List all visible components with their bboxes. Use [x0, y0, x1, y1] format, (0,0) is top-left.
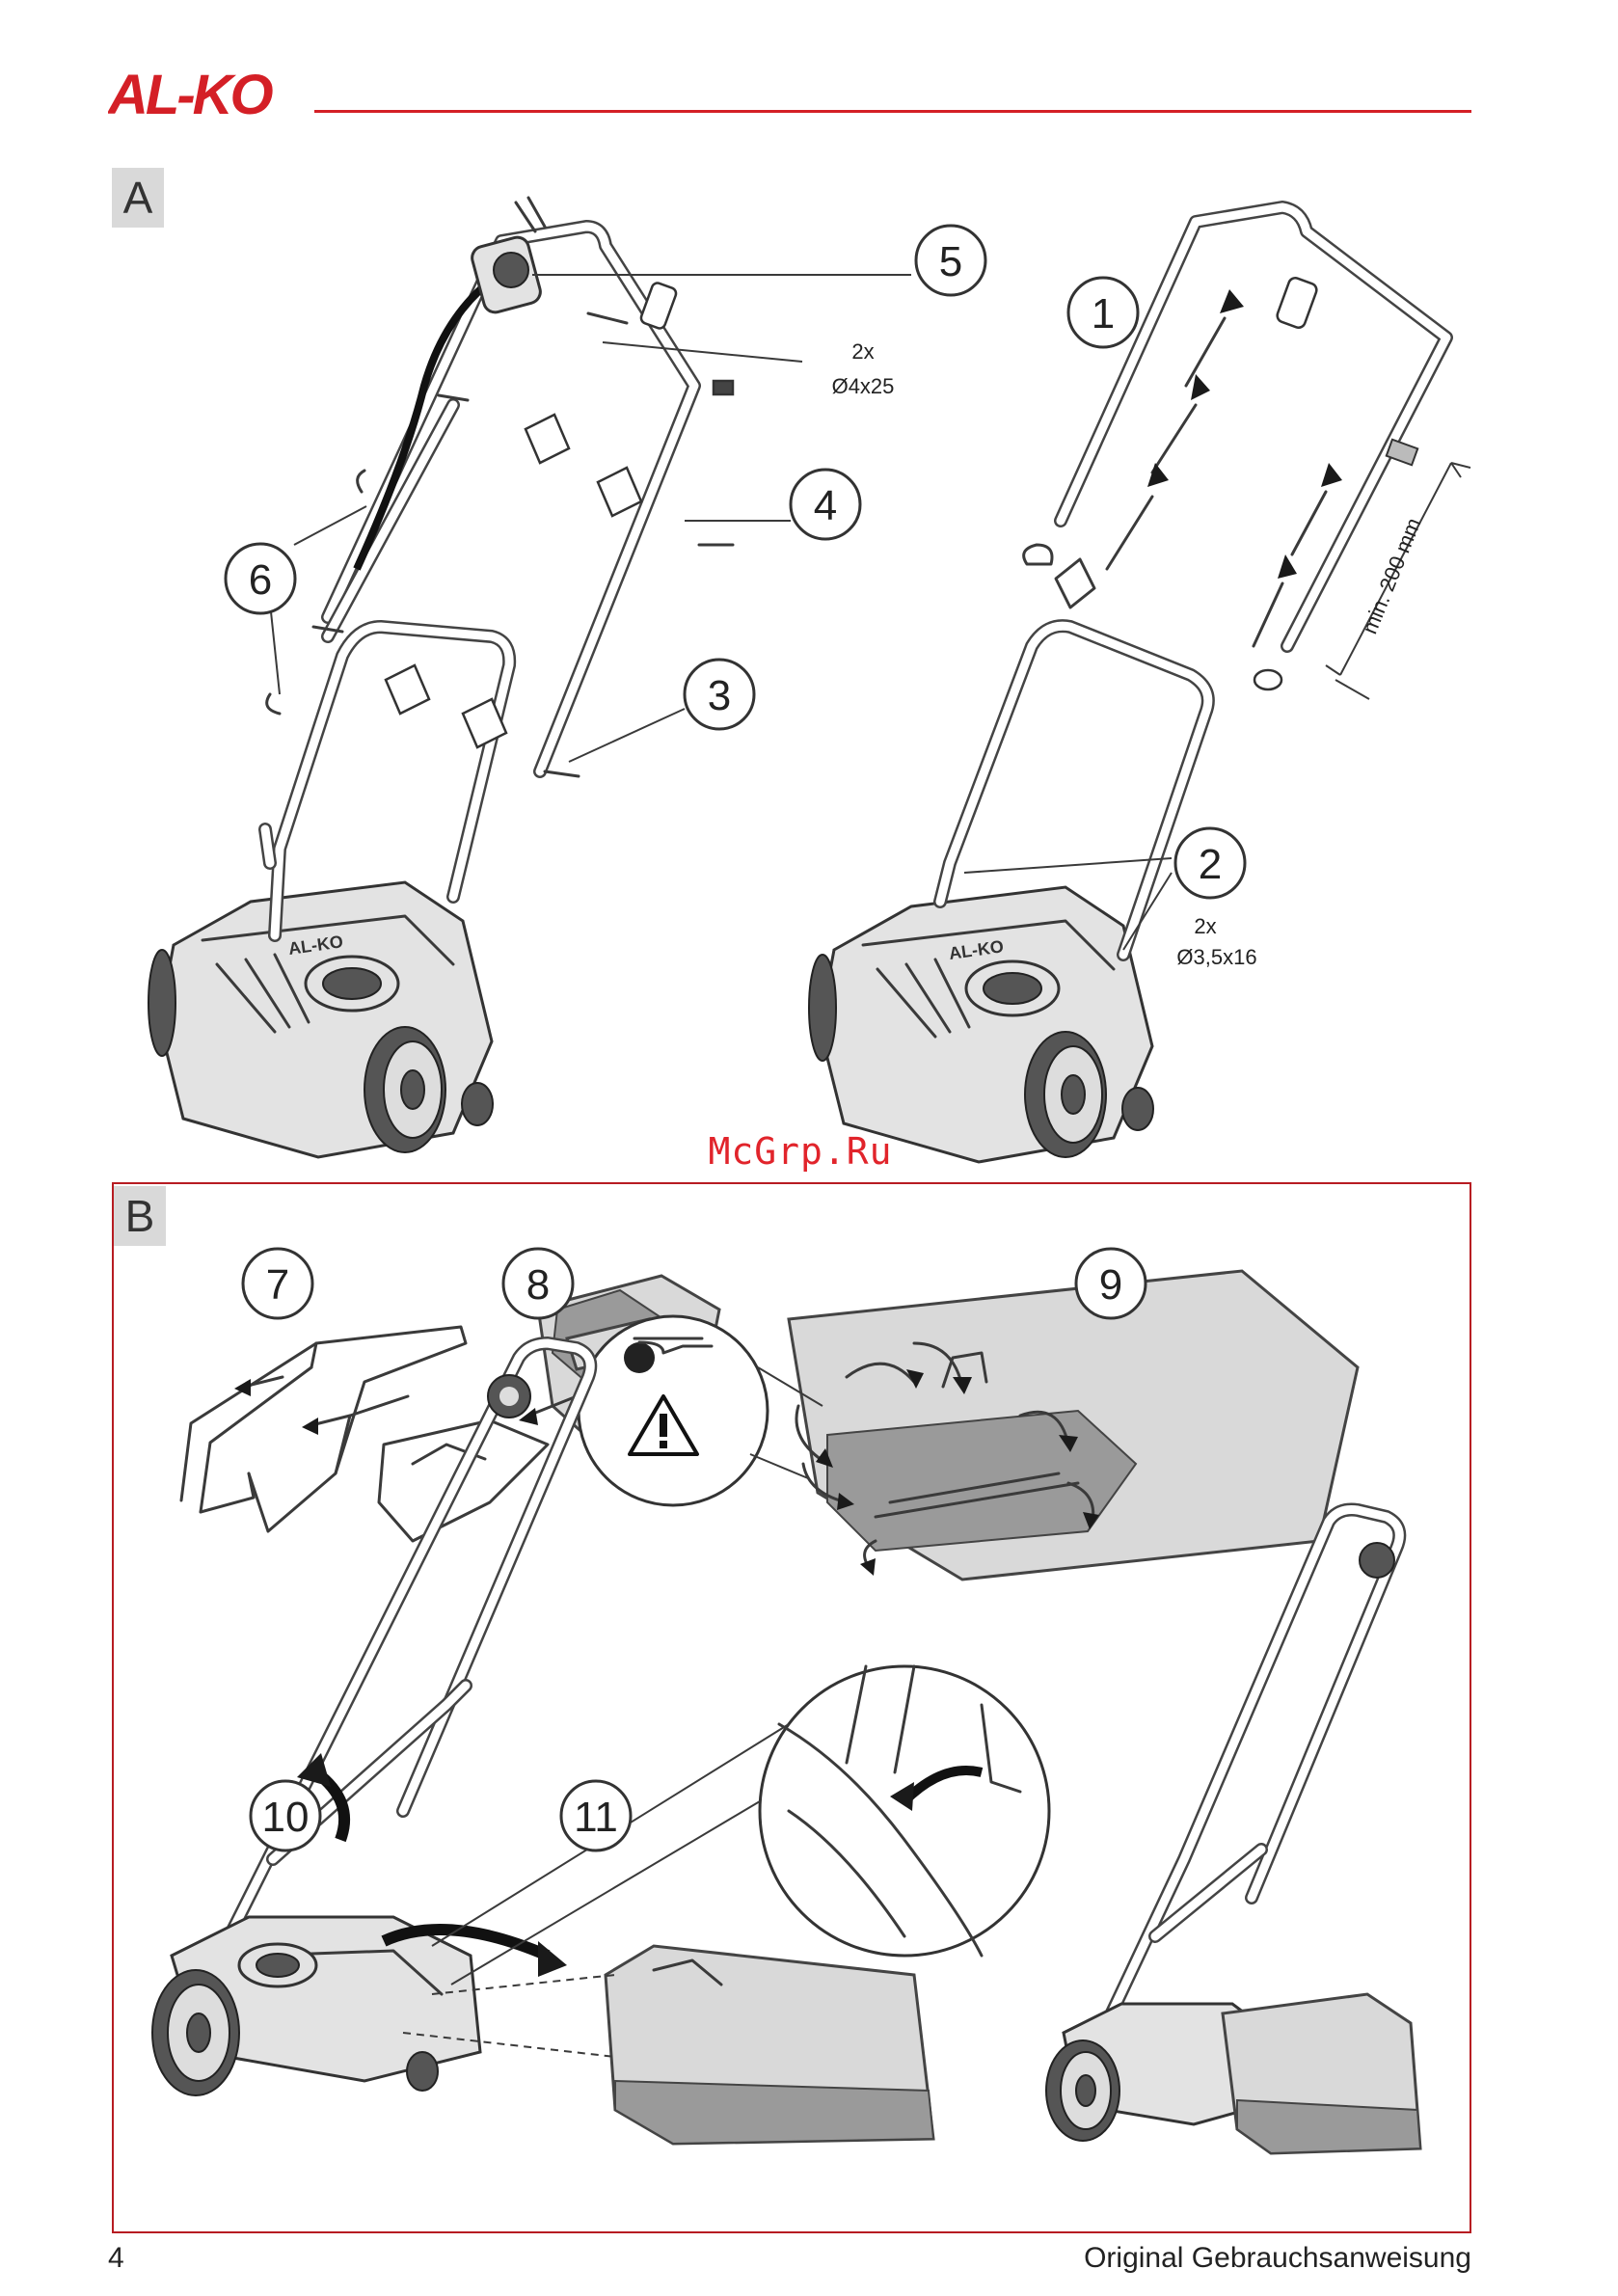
- callout-2: 2: [1175, 828, 1245, 898]
- svg-text:5: 5: [939, 238, 962, 285]
- magnifier-detail: [579, 1316, 822, 1505]
- callout-6: 6: [226, 544, 295, 613]
- svg-text:11: 11: [574, 1794, 618, 1841]
- callout-7: 7: [243, 1249, 312, 1318]
- svg-text:8: 8: [526, 1261, 550, 1309]
- bag-frame: [181, 1327, 466, 1531]
- watermark: McGrp.Ru: [675, 1130, 926, 1173]
- grass-bag: [606, 1946, 933, 2144]
- left-scarifier: AL-KO: [148, 882, 493, 1157]
- right-scarifier: AL-KO: [809, 887, 1153, 1162]
- svg-text:9: 9: [1099, 1261, 1122, 1309]
- callout-5: 5: [916, 226, 985, 295]
- svg-text:7: 7: [266, 1261, 289, 1309]
- grass-bag-clips: [789, 1271, 1358, 1580]
- spec-screw-large-size: Ø4x25: [832, 374, 895, 398]
- svg-text:2: 2: [1199, 841, 1222, 888]
- callout-1: 1: [1068, 278, 1138, 347]
- callout-4: 4: [791, 470, 860, 539]
- scarifier-assembled: [1046, 1510, 1420, 2154]
- spec-screw-large-count: 2x: [851, 339, 874, 364]
- callout-10: 10: [251, 1781, 320, 1850]
- callout-9: 9: [1076, 1249, 1146, 1318]
- callout-11: 11: [561, 1781, 631, 1850]
- spec-screw-small-size: Ø3,5x16: [1176, 945, 1256, 969]
- switch-box: [470, 198, 545, 315]
- callout-3: 3: [685, 660, 754, 729]
- callout-8: 8: [503, 1249, 573, 1318]
- svg-text:10: 10: [262, 1794, 310, 1841]
- arrow-icon: [234, 1377, 350, 1435]
- svg-text:1: 1: [1092, 290, 1115, 338]
- assembly-figure-b: 7 8 9 10 11: [114, 1184, 1470, 2231]
- scarifier-with-bag: [152, 1343, 590, 2095]
- svg-text:6: 6: [249, 556, 272, 604]
- document-title: Original Gebrauchsanweisung: [1084, 2242, 1471, 2275]
- svg-text:3: 3: [708, 672, 731, 719]
- assembly-figure-a: AL-KO: [0, 0, 1618, 1176]
- page-number: 4: [108, 2242, 124, 2275]
- spec-screw-small-count: 2x: [1194, 914, 1216, 938]
- magnifier-detail-hook: [432, 1666, 1049, 1985]
- spec-distance: min. 200 mm: [1358, 515, 1426, 637]
- svg-text:4: 4: [814, 482, 837, 529]
